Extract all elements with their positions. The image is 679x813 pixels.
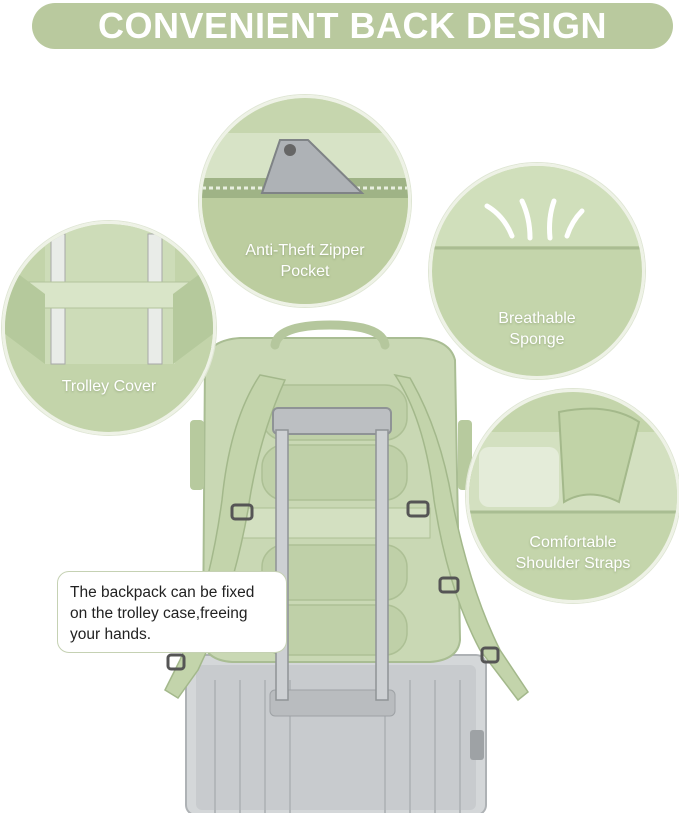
anti-theft-label-line-1: Anti-Theft Zipper	[245, 242, 365, 259]
breathable-label-line-2: Sponge	[509, 331, 565, 348]
title-banner: CONVENIENT BACK DESIGN	[32, 3, 673, 49]
anti-theft-label-line-2: Pocket	[280, 263, 330, 280]
trolley-fix-callout: The backpack can be fixed on the trolley…	[57, 571, 287, 653]
trolley-cover-illustration	[5, 224, 213, 432]
banner-title: CONVENIENT BACK DESIGN	[97, 5, 608, 46]
shoulder-straps-illustration	[469, 392, 677, 600]
trolley-cover-circle: Trolley Cover	[2, 221, 216, 435]
straps-label-line-2: Shoulder Straps	[515, 555, 631, 572]
breathable-sponge-circle: Breathable Sponge	[429, 163, 645, 379]
anti-theft-pocket-circle: Anti-Theft Zipper Pocket	[199, 95, 411, 307]
suitcase-image	[185, 654, 487, 813]
callout-line-1: The backpack can be fixed	[70, 584, 255, 601]
breathable-sponge-illustration	[432, 166, 642, 376]
callout-line-2: on the trolley case,freeing	[70, 605, 248, 622]
breathable-label-line-1: Breathable	[498, 310, 576, 327]
trolley-cover-label: Trolley Cover	[61, 378, 157, 395]
anti-theft-pocket-illustration	[202, 98, 408, 304]
shoulder-straps-circle: Comfortable Shoulder Straps	[466, 389, 679, 603]
straps-label-line-1: Comfortable	[529, 534, 617, 551]
callout-line-3: your hands.	[70, 626, 151, 643]
